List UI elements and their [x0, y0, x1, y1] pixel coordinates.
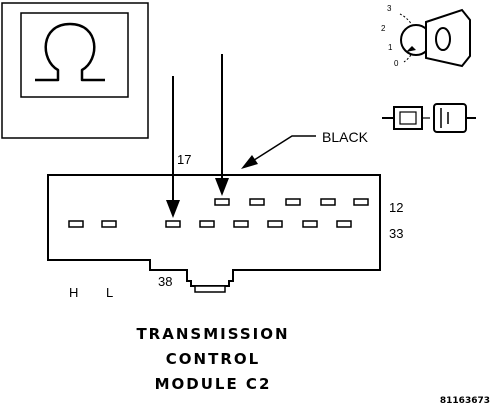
wire-color-leader	[250, 135, 316, 163]
diagram-stroke	[406, 46, 416, 52]
diagram-stroke	[425, 8, 471, 68]
ohmmeter-omega-icon	[1, 2, 149, 139]
test-lead-pin-38	[166, 76, 180, 218]
disconnected-connector-icon	[382, 103, 476, 133]
diagram-stroke	[20, 12, 129, 98]
diagram-title-line-1: TRANSMISSION	[136, 325, 289, 343]
ignition-pos-3: 3	[387, 4, 392, 13]
wire-color-label: BLACK	[322, 129, 369, 145]
diagram-stroke	[215, 178, 229, 196]
pin-12-label: 12	[389, 200, 403, 215]
meter-high-label: H	[69, 285, 78, 300]
diagram-stroke	[435, 27, 451, 51]
cavity-33	[336, 220, 352, 228]
ignition-pos-0: 0	[394, 59, 399, 68]
pin-33-label: 33	[389, 226, 403, 241]
cavity	[320, 198, 336, 206]
diagram-stroke	[35, 22, 105, 82]
cavity-38	[165, 220, 181, 228]
diagram-stroke	[166, 200, 180, 218]
cavity-h	[68, 220, 84, 228]
pin-38-label: 38	[158, 274, 172, 289]
meter-low-label: L	[106, 285, 113, 300]
wire-color-leader-arrow	[241, 155, 258, 169]
diagram-stroke	[433, 103, 467, 133]
cavity-17	[214, 198, 230, 206]
cavity-12	[353, 198, 369, 206]
cavity	[285, 198, 301, 206]
cavity	[302, 220, 318, 228]
figure-reference: 81163673	[440, 396, 490, 406]
diagram-stroke	[393, 106, 423, 130]
tcm-c2-connector	[47, 174, 381, 293]
diagram-stroke	[47, 174, 381, 287]
cavity	[249, 198, 265, 206]
cavity-l	[101, 220, 117, 228]
test-lead-pin-17	[215, 54, 229, 196]
ignition-pos-1: 1	[388, 43, 393, 52]
ignition-key-off-icon: 3 2 1 0	[381, 4, 471, 68]
cavity	[233, 220, 249, 228]
diagram-title-line-2: CONTROL	[166, 350, 260, 368]
ignition-pos-2: 2	[381, 24, 386, 33]
cavity	[199, 220, 215, 228]
diagram-title-line-3: MODULE C2	[155, 375, 272, 393]
diagram-stroke	[399, 111, 417, 125]
diagram-stroke	[194, 285, 226, 293]
pin-17-label: 17	[177, 152, 191, 167]
cavity	[267, 220, 283, 228]
